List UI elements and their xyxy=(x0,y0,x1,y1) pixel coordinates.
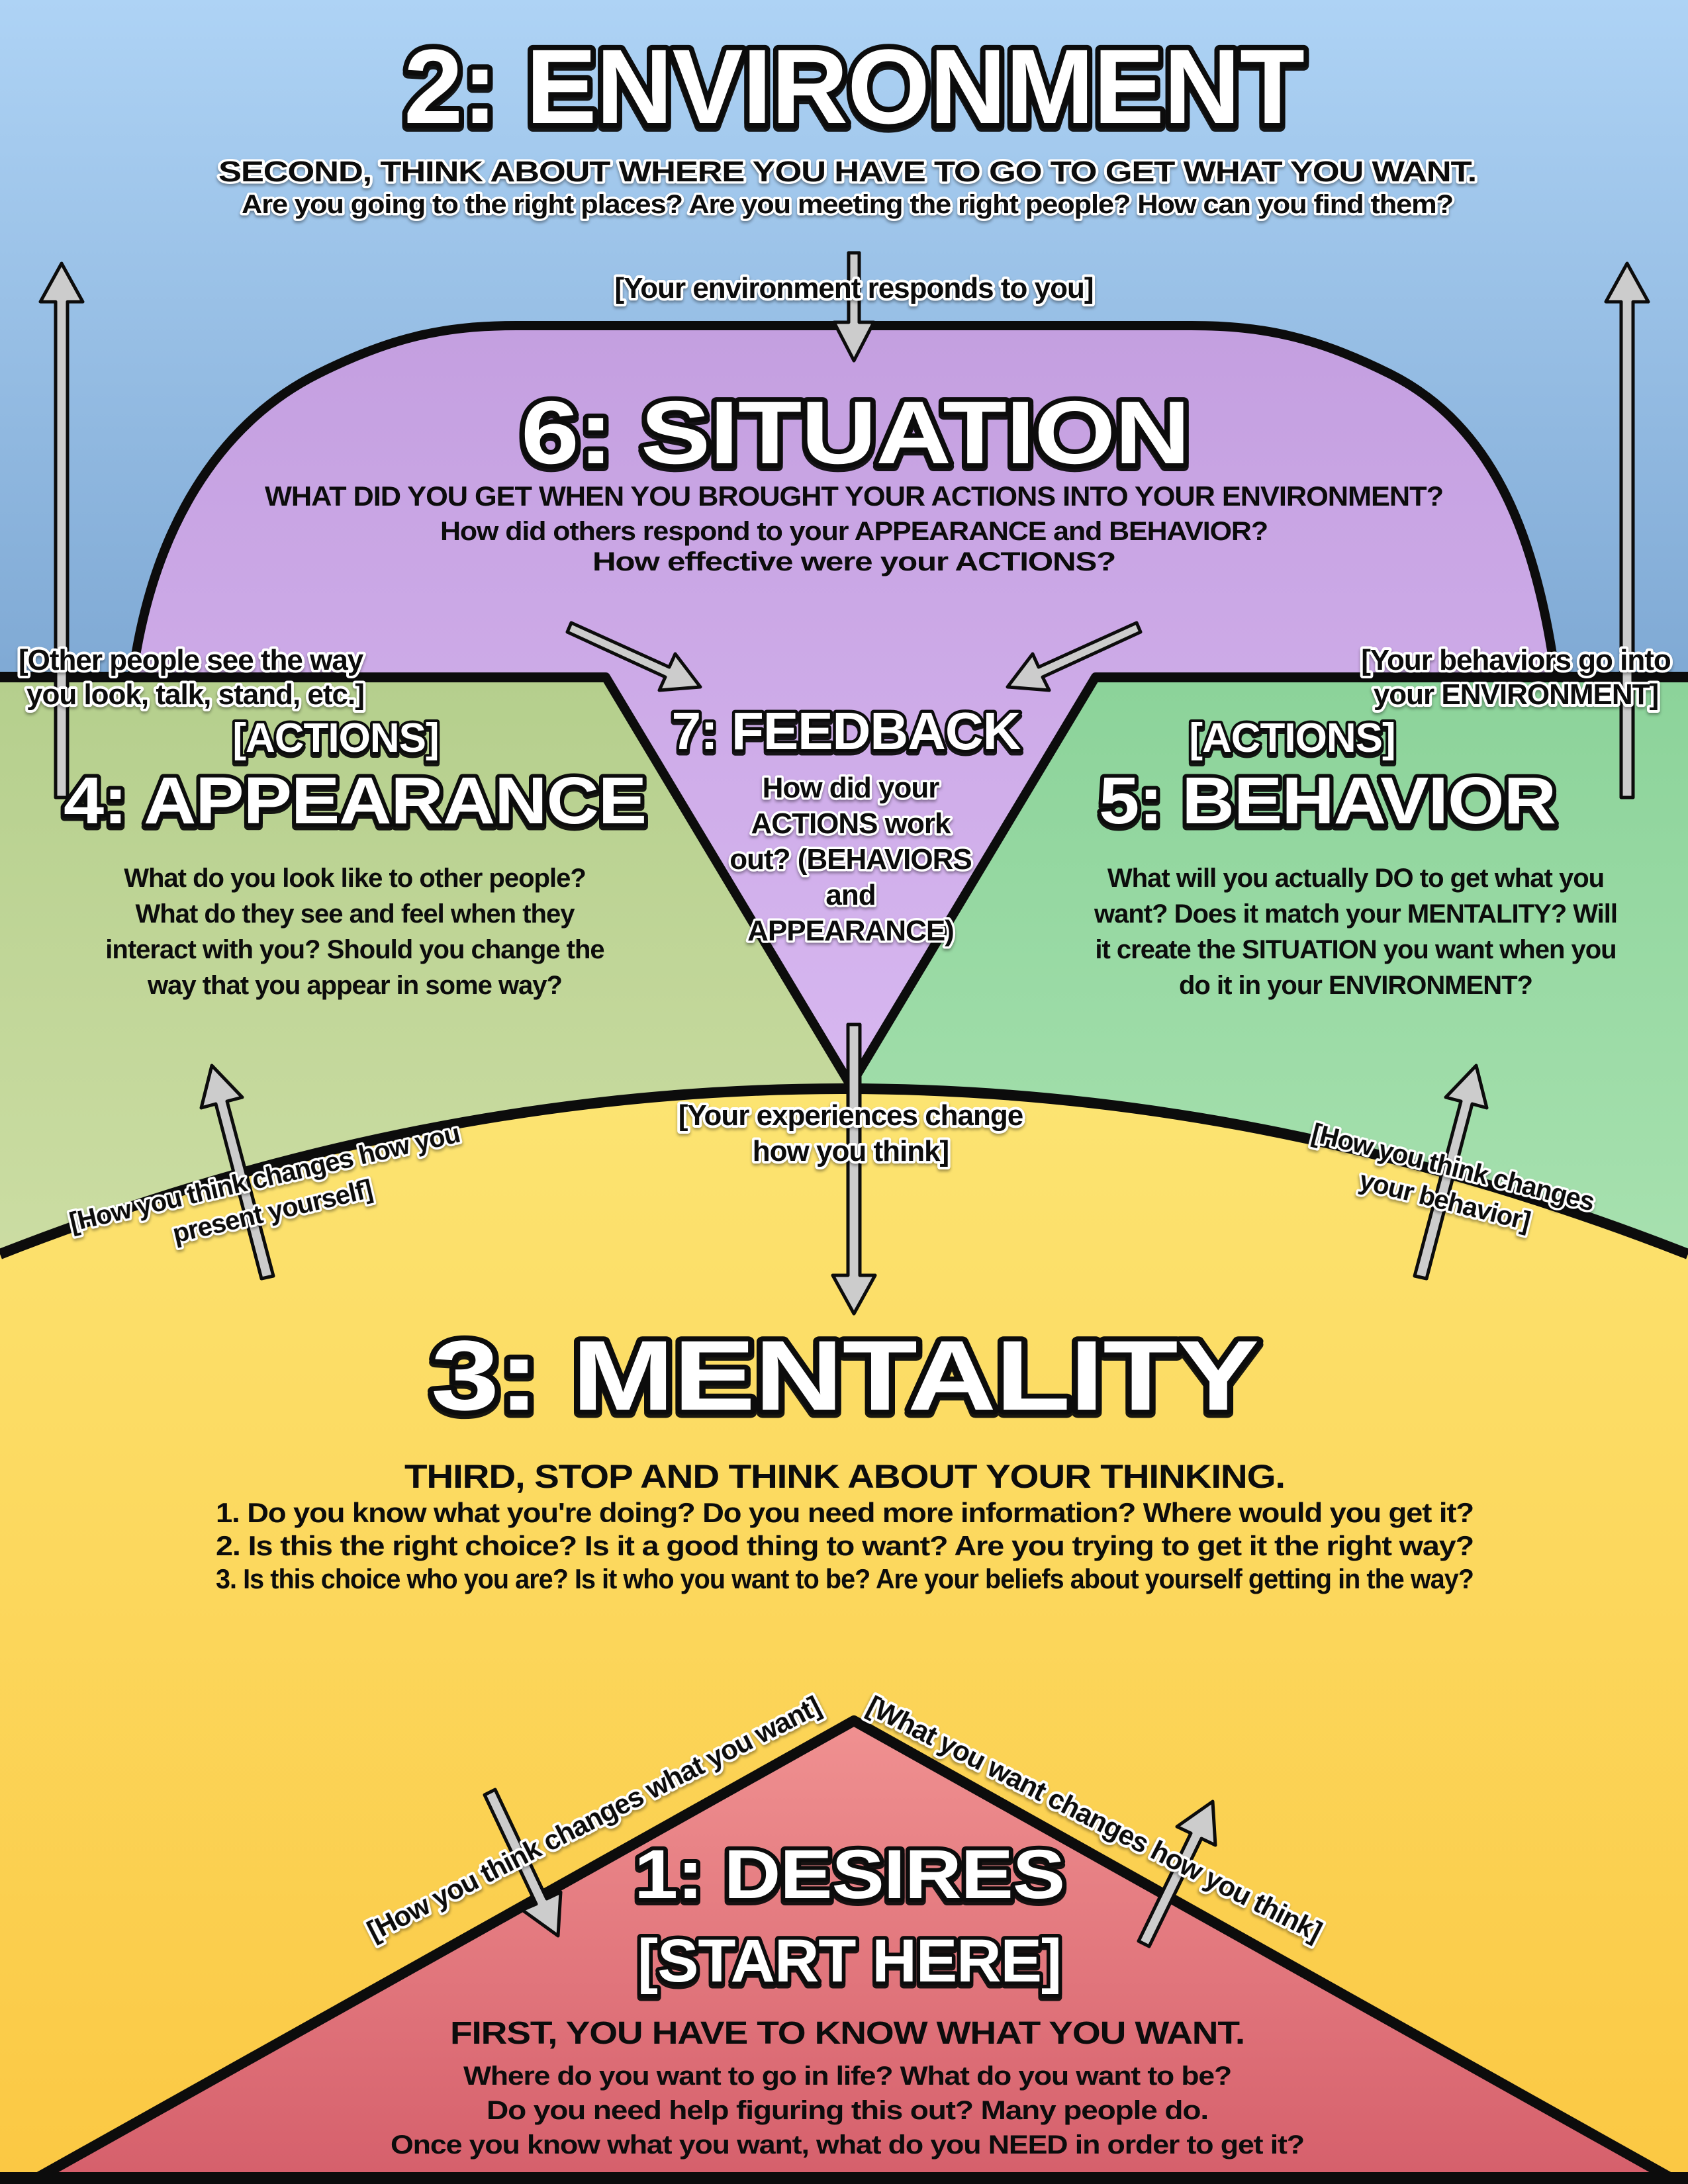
mentality-point-2: 2. Is this the right choice? Is it a goo… xyxy=(216,1530,1474,1561)
behavior-body-line3: it create the SITUATION you want when yo… xyxy=(1095,935,1616,964)
feedback-mentality-arrow-icon xyxy=(831,1023,877,1316)
appearance-title: 4: APPEARANCE xyxy=(64,764,646,838)
appearance-body-line1: What do you look like to other people? xyxy=(124,864,586,893)
experiences-change-label-line1: [Your experiences change xyxy=(679,1099,1023,1132)
env-responds-arrow-label: [Your environment responds to you] xyxy=(614,272,1093,304)
appearance-up-arrow-icon xyxy=(38,261,85,799)
desires-triangle xyxy=(21,1715,1687,2184)
feedback-body-line2: ACTIONS work xyxy=(751,807,951,840)
desires-mentality-arrow-icon xyxy=(1137,1799,1217,1948)
appearance-body-line2: What do they see and feel when they xyxy=(136,899,576,929)
desires-start-here: [START HERE] xyxy=(637,1927,1061,1995)
behavior-up-arrow-icon xyxy=(1604,261,1650,799)
appearance-actions-tag: [ACTIONS] xyxy=(232,715,438,761)
environment-title: 2: ENVIRONMENT xyxy=(404,27,1304,146)
desires-body-line3: Once you know what you want, what do you… xyxy=(391,2130,1304,2160)
behavior-actions-tag: [ACTIONS] xyxy=(1189,715,1395,761)
mentality-section xyxy=(0,1089,1688,2184)
experiences-change-label-line2: how you think] xyxy=(753,1135,949,1167)
mentality-point-3: 3. Is this choice who you are? Is it who… xyxy=(216,1563,1474,1594)
mentality-subtitle: THIRD, STOP AND THINK ABOUT YOUR THINKIN… xyxy=(404,1458,1285,1495)
mentality-point-1: 1. Do you know what you're doing? Do you… xyxy=(216,1497,1474,1528)
desires-title: 1: DESIRES xyxy=(634,1836,1064,1913)
situation-feedback-left-arrow-icon xyxy=(565,621,702,692)
situation-line1: WHAT DID YOU GET WHEN YOU BROUGHT YOUR A… xyxy=(265,480,1443,512)
feedback-title: 7: FEEDBACK xyxy=(672,702,1021,760)
behaviors-into-env-label-line2: your ENVIRONMENT] xyxy=(1374,678,1658,711)
appearance-body-line4: way that you appear in some way? xyxy=(147,971,562,1000)
situation-feedback-right-arrow-icon xyxy=(1006,621,1143,692)
env-responds-arrow-icon xyxy=(832,251,876,363)
mentality-appearance-arrow-icon xyxy=(199,1064,275,1281)
mentality-desires-arrow-icon xyxy=(483,1788,563,1938)
bottom-border xyxy=(0,2172,1688,2184)
mentality-title: 3: MENTALITY xyxy=(431,1320,1258,1431)
situation-feedback-funnel xyxy=(128,321,1560,1090)
feedback-body-line4: and xyxy=(825,879,875,911)
environment-subtitle: SECOND, THINK ABOUT WHERE YOU HAVE TO GO… xyxy=(218,156,1476,188)
desires-body-line2: Do you need help figuring this out? Many… xyxy=(487,2096,1208,2125)
desires-subtitle: FIRST, YOU HAVE TO KNOW WHAT YOU WANT. xyxy=(450,2016,1244,2051)
behaviors-into-env-label-line1: [Your behaviors go into xyxy=(1361,644,1671,676)
behavior-title: 5: BEHAVIOR xyxy=(1099,764,1556,838)
behavior-body-line4: do it in your ENVIRONMENT? xyxy=(1179,971,1532,1000)
behavior-body-line2: want? Does it match your MENTALITY? Will xyxy=(1094,899,1617,929)
desires-body-line1: Where do you want to go in life? What do… xyxy=(463,2062,1231,2091)
other-people-label-line1: [Other people see the way xyxy=(19,644,364,676)
situation-line2: How did others respond to your APPEARANC… xyxy=(440,517,1268,546)
situation-line3: How effective were your ACTIONS? xyxy=(592,547,1115,576)
mentality-hill-outline xyxy=(0,1083,1688,1259)
feedback-body-line5: APPEARANCE) xyxy=(747,915,954,947)
behavior-body-line1: What will you actually DO to get what yo… xyxy=(1107,864,1604,893)
situation-title: 6: SITUATION xyxy=(521,383,1190,482)
feedback-body-line1: How did your xyxy=(763,772,940,804)
environment-subtext: Are you going to the right places? Are y… xyxy=(242,190,1453,219)
mentality-behavior-arrow-icon xyxy=(1413,1064,1489,1281)
other-people-label-line2: you look, talk, stand, etc.] xyxy=(26,678,364,711)
appearance-body-line3: interact with you? Should you change the xyxy=(105,935,604,964)
feedback-body-line3: out? (BEHAVIORS xyxy=(729,843,972,876)
